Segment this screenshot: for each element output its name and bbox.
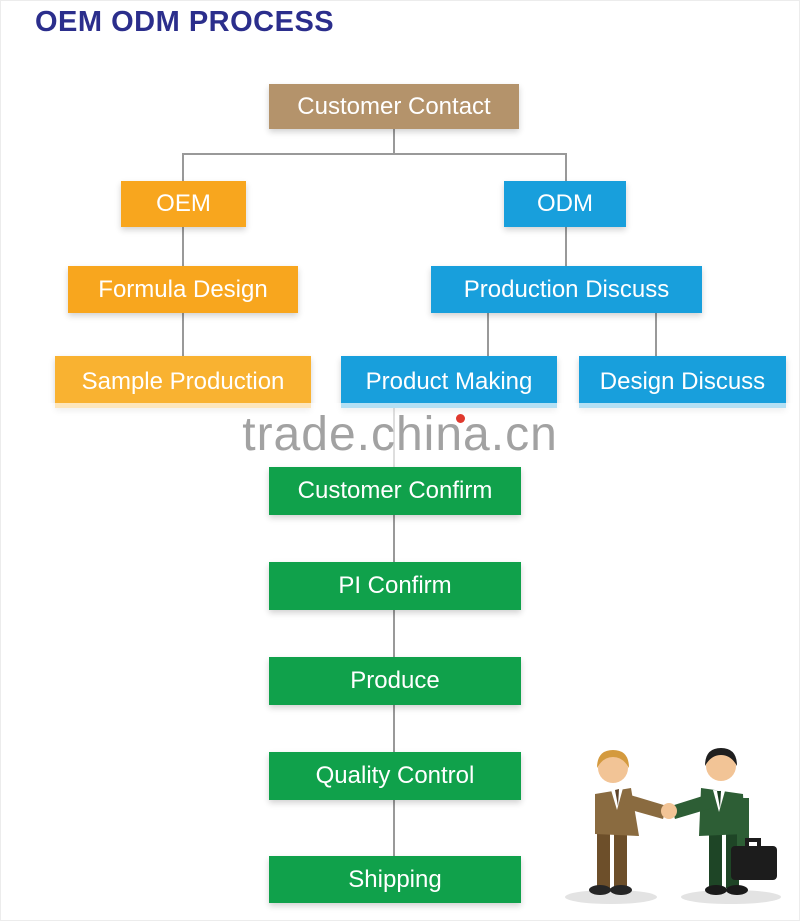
connector-pi-produce (393, 610, 395, 657)
connector-odm-production (565, 227, 567, 266)
connector-confirm-pi (393, 515, 395, 562)
node-product-making: Product Making (341, 356, 557, 408)
watermark-red-dot (456, 414, 465, 423)
node-production-discuss: Production Discuss (431, 266, 702, 313)
businessman-right (671, 748, 777, 895)
handshake-illustration (565, 748, 781, 904)
connector-formula-sample (182, 313, 184, 356)
node-pi-confirm: PI Confirm (269, 562, 521, 610)
watermark-text: trade.china.cn (242, 408, 558, 461)
businessman-left (589, 750, 667, 895)
handshake-hands (661, 803, 677, 819)
page-title: OEM ODM PROCESS (35, 6, 335, 38)
connector-production-productmaking (487, 313, 489, 356)
node-oem: OEM (121, 181, 246, 227)
connector-oem-formula (182, 227, 184, 266)
connector-quality-shipping (393, 800, 395, 856)
node-produce: Produce (269, 657, 521, 705)
briefcase-handle (745, 838, 761, 848)
ground-shadow-right (681, 890, 781, 904)
node-customer-contact: Customer Contact (269, 84, 519, 129)
node-sample-production: Sample Production (55, 356, 311, 408)
connector-production-designdiscuss (655, 313, 657, 356)
node-design-discuss: Design Discuss (579, 356, 786, 408)
connector-branch-horizontal (182, 153, 567, 155)
briefcase (731, 846, 777, 880)
connector-to-odm (565, 153, 567, 181)
watermark-band: trade.china.cn (1, 403, 799, 467)
node-customer-confirm: Customer Confirm (269, 467, 521, 515)
node-odm: ODM (504, 181, 626, 227)
connector-to-oem (182, 153, 184, 181)
connector-produce-quality (393, 705, 395, 752)
node-formula-design: Formula Design (68, 266, 298, 313)
node-quality-control: Quality Control (269, 752, 521, 800)
node-shipping: Shipping (269, 856, 521, 903)
ground-shadow-left (565, 890, 657, 904)
connector-root-down (393, 129, 395, 153)
